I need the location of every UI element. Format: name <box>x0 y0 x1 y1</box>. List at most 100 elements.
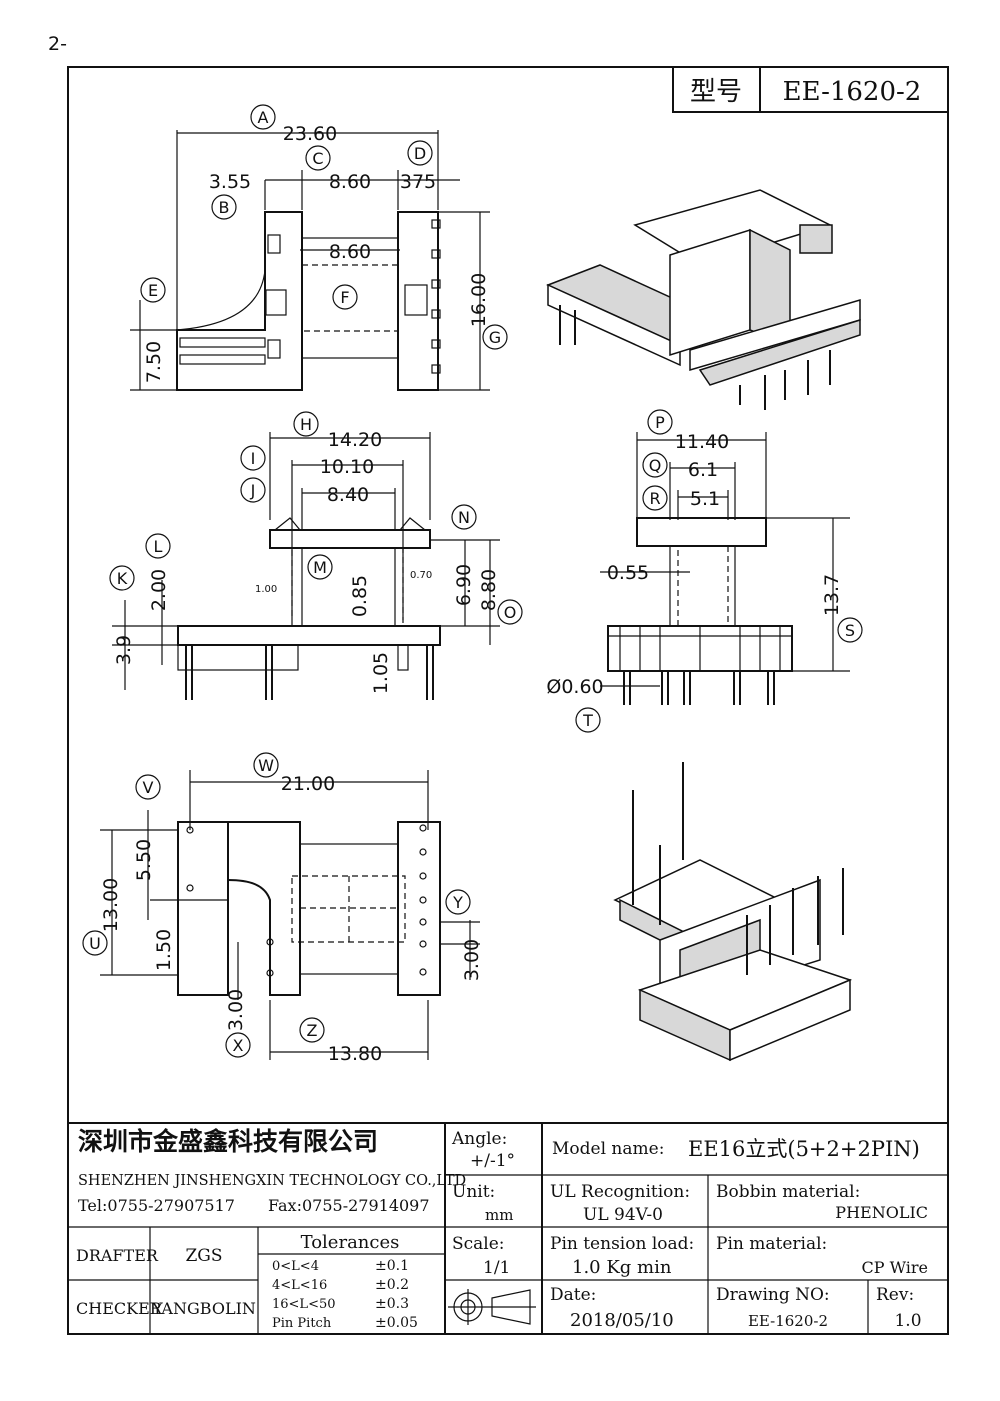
projection-symbol-icon <box>448 1289 536 1325</box>
svg-text:G: G <box>489 328 501 347</box>
callout-T: T <box>575 707 601 733</box>
unit-value: mm <box>485 1206 513 1224</box>
tol-row-3-value: ±0.3 <box>375 1296 409 1312</box>
callout-G: G <box>482 324 508 350</box>
date-label: Date: <box>550 1285 596 1305</box>
callout-J: J <box>240 477 266 503</box>
callout-W: W <box>253 752 279 778</box>
svg-text:I: I <box>251 449 256 468</box>
svg-text:J: J <box>250 481 256 500</box>
company-en: SHENZHEN JINSHENGXIN TECHNOLOGY CO.,LTD <box>78 1173 466 1189</box>
company-cn: 深圳市金盛鑫科技有限公司 <box>78 1127 378 1156</box>
rev-label: Rev: <box>876 1285 914 1305</box>
callout-circles: A B C D E F G H I J K L M N O P Q R S T … <box>82 104 863 1058</box>
callout-D: D <box>407 140 433 166</box>
svg-text:M: M <box>313 558 327 577</box>
pin-tension-value: 1.0 Kg min <box>572 1257 672 1278</box>
tol-row-4-range: Pin Pitch <box>272 1316 332 1331</box>
callout-B: B <box>211 194 237 220</box>
dim-D-text: 375 <box>400 171 436 193</box>
callout-U: U <box>82 930 108 956</box>
dim-P-text: 11.40 <box>675 431 729 453</box>
svg-text:X: X <box>233 1036 244 1055</box>
callout-K: K <box>109 565 135 591</box>
model-header: 型号 EE-1620-2 <box>672 66 949 113</box>
callout-E: E <box>140 277 166 303</box>
title-block: 深圳市金盛鑫科技有限公司 SHENZHEN JINSHENGXIN TECHNO… <box>68 1122 948 1334</box>
callout-F: F <box>332 284 358 310</box>
angle-label: Angle: <box>451 1129 507 1149</box>
callout-H: H <box>293 411 319 437</box>
svg-text:E: E <box>148 281 158 300</box>
svg-text:B: B <box>219 198 230 217</box>
page-label: 2- <box>48 33 67 55</box>
dim-M-small-left: 1.00 <box>255 584 277 595</box>
model-name-value: EE16立式(5+2+2PIN) <box>688 1137 920 1161</box>
callout-X: X <box>225 1032 251 1058</box>
dim-H-text: 14.20 <box>328 429 382 451</box>
pin-material-label: Pin material: <box>716 1234 827 1254</box>
svg-text:O: O <box>504 603 517 622</box>
dim-C-text: 8.60 <box>329 171 371 193</box>
dim-X-text: 3.00 <box>225 989 247 1031</box>
dim-J-text: 8.40 <box>327 484 369 506</box>
callout-O: O <box>497 599 523 625</box>
tol-row-1-range: 0<L<4 <box>272 1259 319 1274</box>
dim-M-small-right: 0.70 <box>410 570 432 581</box>
svg-text:Q: Q <box>649 456 662 475</box>
tel: Tel:0755-27907517 <box>78 1196 235 1215</box>
model-value: EE-1620-2 <box>783 77 922 107</box>
dim-T-text: Ø0.60 <box>546 676 603 698</box>
dim-E-text: 7.50 <box>143 341 165 383</box>
tol-row-1-value: ±0.1 <box>375 1258 409 1274</box>
unit-label: Unit: <box>452 1182 495 1202</box>
drawing-frame <box>67 66 949 1335</box>
dim-W-text: 21.00 <box>281 773 335 795</box>
callout-S: S <box>837 617 863 643</box>
drafter-value: ZGS <box>185 1246 222 1266</box>
svg-text:V: V <box>143 778 154 797</box>
drawing-no-label: Drawing NO: <box>716 1285 830 1305</box>
bottom-view: 21.00 13.00 5.50 1.50 3.00 3.00 <box>100 770 483 1065</box>
top-view: 23.60 3.55 8.60 375 8.60 <box>130 123 490 391</box>
tol-row-2-range: 4<L<16 <box>272 1278 327 1293</box>
checker-label: CHECKER <box>76 1299 163 1318</box>
angle-value: +/-1° <box>470 1151 515 1171</box>
model-label: 型号 <box>690 77 742 107</box>
svg-text:F: F <box>340 288 349 307</box>
model-name-label: Model name: <box>552 1139 664 1159</box>
callout-Y: Y <box>445 889 471 915</box>
svg-text:S: S <box>845 621 855 640</box>
svg-text:D: D <box>414 144 426 163</box>
scale-label: Scale: <box>452 1234 505 1254</box>
drafter-label: DRAFTER <box>76 1246 159 1265</box>
dim-U2-text: 1.50 <box>153 929 175 971</box>
callout-R: R <box>642 485 668 511</box>
svg-text:U: U <box>89 934 101 953</box>
callout-Q: Q <box>642 452 668 478</box>
pin-material-value: CP Wire <box>862 1258 929 1277</box>
scale-value: 1/1 <box>483 1258 510 1278</box>
svg-text:N: N <box>458 508 470 527</box>
dim-K-text: 3.9 <box>113 635 135 665</box>
callout-V: V <box>135 774 161 800</box>
dim-S-text: 13.7 <box>821 574 843 616</box>
svg-text:A: A <box>258 108 269 127</box>
callout-P: P <box>647 409 673 435</box>
dim-O-text: 8.80 <box>478 569 500 611</box>
drawing-no-value: EE-1620-2 <box>748 1312 828 1330</box>
isometric-view-top <box>546 189 861 410</box>
svg-text:P: P <box>655 413 665 432</box>
callout-N: N <box>451 504 477 530</box>
tolerances-label: Tolerances <box>301 1232 400 1253</box>
callout-A: A <box>250 104 276 130</box>
tol-row-3-range: 16<L<50 <box>272 1297 336 1312</box>
dim-I-text: 10.10 <box>320 456 374 478</box>
dim-Z-text: 13.80 <box>328 1043 382 1065</box>
bobbin-label: Bobbin material: <box>716 1182 860 1202</box>
dim-G-text: 16.00 <box>468 273 490 327</box>
front-view: 14.20 10.10 8.40 1.00 0.70 0.85 1.05 6.9… <box>112 429 500 700</box>
pin-tension-label: Pin tension load: <box>550 1234 694 1254</box>
callout-Z: Z <box>299 1017 325 1043</box>
side-view: 11.40 6.1 5.1 0.55 13.7 <box>546 431 850 705</box>
